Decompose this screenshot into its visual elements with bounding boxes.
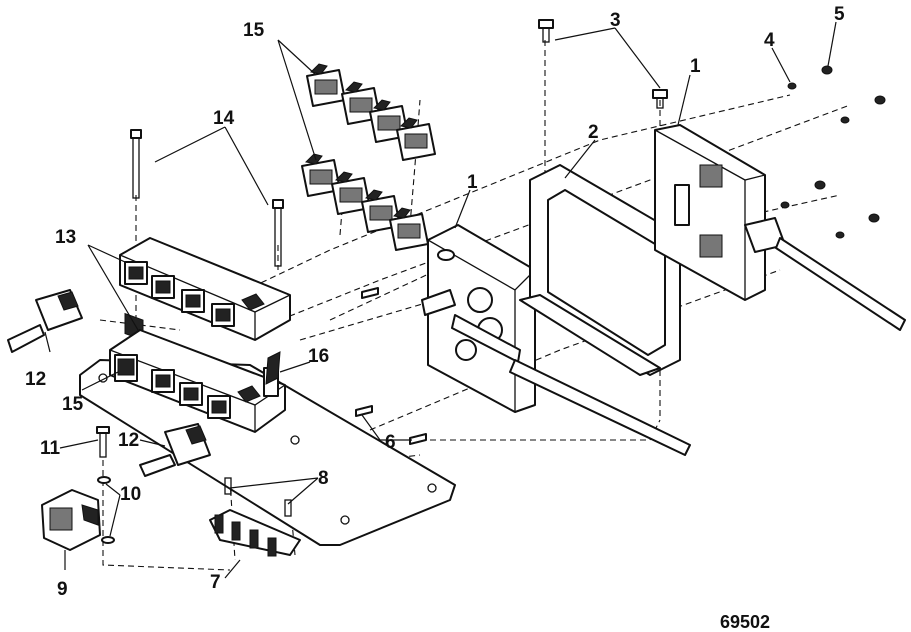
- harness-connector-left: [7, 289, 83, 353]
- callout-13: 13: [55, 227, 76, 248]
- harness-connector-center: [139, 423, 211, 477]
- callout-3: 3: [610, 10, 621, 31]
- cable-tie: [265, 351, 281, 385]
- callout-15-left: 15: [62, 394, 84, 415]
- callout-14: 14: [213, 108, 235, 129]
- figure-number: 69502: [720, 612, 770, 632]
- callout-6: 6: [385, 432, 396, 453]
- callout-2: 2: [588, 122, 599, 143]
- callout-8: 8: [318, 468, 329, 489]
- callout-15-top: 15: [243, 20, 265, 41]
- rear-hardware: [538, 19, 886, 239]
- short-bolt: [96, 426, 110, 458]
- junction-block-upper: [119, 237, 291, 341]
- callout-11: 11: [40, 438, 61, 459]
- callout-12-left: 12: [25, 369, 46, 390]
- front-screws: [355, 287, 427, 445]
- leader-lines: [44, 21, 837, 579]
- control-module-rear: [654, 124, 906, 331]
- callout-numbers: 1 1 2 3 4 5 6 7 8 9 10 11 12 12 13 14 15…: [25, 4, 845, 600]
- callout-1-rear-module: 1: [690, 56, 701, 77]
- fuse-block: [209, 509, 301, 557]
- connector-plug-row-lower: [301, 153, 429, 251]
- callout-5: 5: [834, 4, 845, 25]
- callout-16: 16: [308, 346, 329, 367]
- callout-10: 10: [120, 484, 141, 505]
- control-module-front: [421, 224, 691, 456]
- washers: [97, 476, 115, 544]
- mounting-screws: [224, 477, 292, 517]
- connector-plug-row-upper: [306, 63, 436, 161]
- callout-7: 7: [210, 572, 221, 593]
- gasket-frame: [519, 164, 681, 376]
- callout-1-front-module: 1: [467, 172, 478, 193]
- callout-9: 9: [57, 579, 68, 600]
- callout-12-center: 12: [118, 430, 139, 451]
- long-bolts: [130, 129, 284, 267]
- callout-4: 4: [764, 30, 775, 51]
- relay-connector: [41, 489, 101, 551]
